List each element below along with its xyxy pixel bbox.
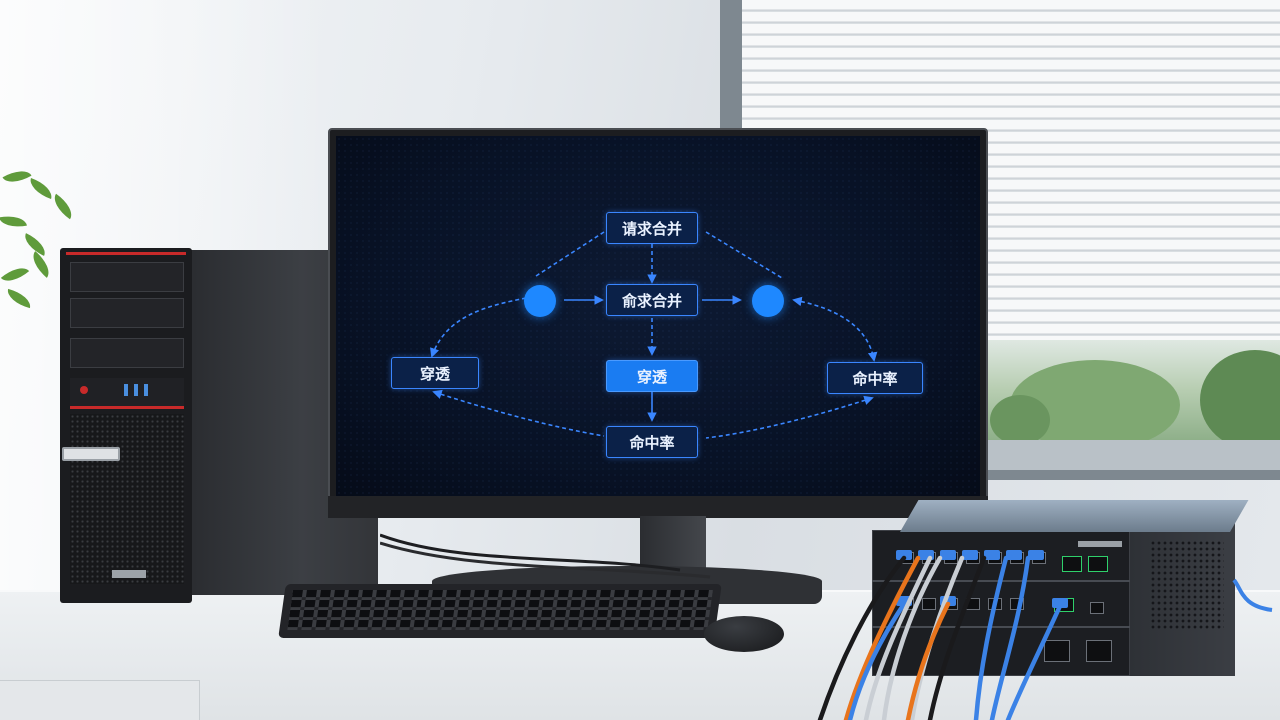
drive-bay: [70, 298, 184, 328]
power-port-icon: [1086, 640, 1112, 662]
monitor-chin: [328, 496, 988, 518]
mouse: [704, 616, 784, 652]
usb-port-icon: [144, 384, 148, 396]
cable-plug: [940, 596, 956, 606]
circle-node-icon: [524, 285, 556, 317]
cable-plug: [918, 550, 934, 560]
tower-handle: [62, 447, 120, 461]
side-cable: [1232, 578, 1273, 612]
outdoor-tree: [1200, 350, 1280, 450]
cable-plug: [896, 596, 912, 606]
drive-bay: [70, 262, 184, 292]
diagram-node-top: 请求合并: [606, 212, 698, 244]
node-label: 命中率: [852, 369, 898, 388]
node-label: 穿透: [636, 367, 667, 386]
keyboard: [278, 584, 722, 638]
diagram-node-left: 穿透: [391, 357, 479, 389]
node-label: 命中率: [629, 433, 675, 452]
ethernet-port-icon: [922, 598, 936, 610]
tower-mesh-panel: [70, 414, 184, 584]
diagram-node-right: 命中率: [827, 362, 923, 394]
tower-logo-badge: [112, 570, 146, 578]
cable-plug: [962, 550, 978, 560]
node-label: 俞求合并: [621, 291, 682, 310]
tower-accent-strip: [66, 252, 186, 255]
usb-port-icon: [134, 384, 138, 396]
network-cables: [817, 555, 1063, 720]
power-led-icon: [80, 386, 88, 394]
diagram-node-bottom: 命中率: [606, 426, 698, 458]
switch-unit-divider: [872, 626, 1130, 628]
switch-top: [900, 500, 1249, 532]
monitor-cables: [380, 533, 711, 579]
tower-accent-strip: [70, 406, 184, 409]
sfp-port-icon: [1062, 556, 1082, 572]
diagram-node-center: 穿透: [606, 360, 698, 392]
node-label: 穿透: [419, 364, 450, 383]
diagram-links: [430, 231, 878, 439]
node-label: 请求合并: [621, 219, 682, 238]
cable-plug: [1028, 550, 1044, 560]
switch-vent: [1150, 540, 1224, 630]
desk-drawer: [0, 680, 200, 720]
outdoor-tree: [990, 395, 1050, 445]
cable-plug: [896, 550, 912, 560]
diagram-node-middle: 俞求合并: [606, 284, 698, 316]
power-port-icon: [1044, 640, 1070, 662]
monitor-screen: 请求合并 俞求合并 穿透 穿透 命中率 命中率: [336, 136, 980, 496]
sfp-port-icon: [1088, 556, 1108, 572]
usb-port-icon: [124, 384, 128, 396]
circle-node-icon: [752, 285, 784, 317]
cable-plug: [1006, 550, 1022, 560]
drive-bay: [70, 338, 184, 368]
cable-plug: [1052, 598, 1068, 608]
cable-plug: [940, 550, 956, 560]
cable-plug: [984, 550, 1000, 560]
ethernet-port-icon: [1090, 602, 1104, 614]
switch-model-label: [1078, 541, 1122, 547]
keyboard-keys: [287, 590, 713, 630]
